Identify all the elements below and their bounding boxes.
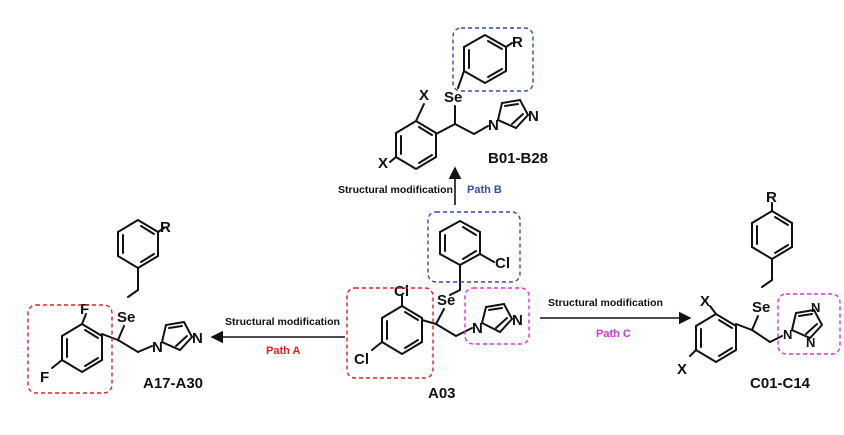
c-chain-2 [751,329,771,343]
a03-cl-para: Cl [354,351,369,368]
path-c: Structural modification Path C [540,297,692,340]
path-a: Structural modification Path A [210,316,345,357]
a-chain-2 [117,339,139,353]
a03-cl-ortho: Cl [394,283,409,300]
compound-b01-b28: R Se X X N N B01-B28 [378,27,548,172]
c-triazole-n1: N [783,327,792,342]
path-c-name: Path C [596,328,631,340]
a-se-bond [117,325,125,341]
c-xphenyl-ring [689,305,737,364]
a03-chain-1 [421,319,437,325]
compound-label-c01-c14: C01-C14 [750,375,811,392]
compound-c01-c14: R Se X X N N N C01-C14 [677,189,841,392]
a03-benzyl-highlight-box [427,211,521,283]
c-benzyl-ring [751,202,793,288]
b-chain-1 [435,123,456,135]
b-imidazole-n3: N [528,108,539,125]
b-xphenyl-ring [389,103,437,171]
a-difluorophenyl-highlight-box [27,304,113,394]
c-triazole-highlight-box [777,293,841,355]
path-c-modification-text: Structural modification [548,297,663,309]
path-b: Structural modification Path B [338,166,502,205]
a03-benzyl-ring [439,219,495,267]
a03-dichlorophenyl-highlight-box [346,287,434,379]
b-imidazole-ring [496,98,530,130]
a03-imidazole-highlight-box [464,287,530,345]
a-chain-1 [101,333,119,341]
b-se: Se [444,89,462,106]
compound-a17-a30: R Se F F N N A17-A30 [27,218,203,394]
a03-chain-3 [455,327,473,337]
a03-chain-2 [435,323,457,337]
a03-imidazole-n3: N [512,312,523,329]
c-se-bond [751,315,759,331]
path-b-modification-text: Structural modification [338,184,453,196]
compound-label-b01-b28: B01-B28 [488,150,548,167]
path-a-modification-text: Structural modification [225,316,340,328]
b-x-para: X [378,155,388,172]
a03-se-bond-top [449,289,461,296]
a-imidazole-n3: N [192,330,203,347]
c-triazole-n2: N [806,335,815,350]
c-chain-3 [769,335,783,343]
c-se: Se [752,299,770,316]
a-f-ortho: F [80,301,89,318]
a-se: Se [117,309,135,326]
a03-se-bond-bottom [435,308,445,325]
a-difluorophenyl-ring [51,313,103,374]
a-f-para: F [40,369,49,386]
b-chain-2 [454,123,475,135]
a03-se: Se [437,292,455,309]
c-x-para: X [677,361,687,378]
b-aryl-ring [457,33,513,89]
path-a-name: Path A [266,345,300,357]
a-imidazole-n1: N [152,339,163,356]
b-chain-3 [473,125,489,135]
c-triazole-n4: N [811,300,820,315]
a-chain-3 [137,345,153,353]
c-chain-1 [735,323,753,331]
path-b-name: Path B [467,184,502,196]
a-imidazole-ring [160,320,194,352]
a03-imidazole-n1: N [472,320,483,337]
compound-a03: Cl Se Cl Cl N N A03 [346,211,530,402]
a03-dichlorophenyl-ring [371,295,423,356]
compound-label-a03: A03 [428,385,456,402]
a03-imidazole-ring [480,302,514,334]
compound-label-a17-a30: A17-A30 [143,375,203,392]
c-r-substituent: R [766,189,777,206]
c-triazole-ring [790,308,824,340]
b-x-ortho: X [419,87,429,104]
b-imidazole-n1: N [488,117,499,134]
a03-cl-benzyl: Cl [495,255,510,272]
b-r-substituent: R [512,34,523,51]
c-x-ortho: X [700,293,710,310]
a-benzyl-ring [117,218,165,298]
b-aryl-highlight-box [452,27,534,92]
a-r-substituent: R [160,219,171,236]
